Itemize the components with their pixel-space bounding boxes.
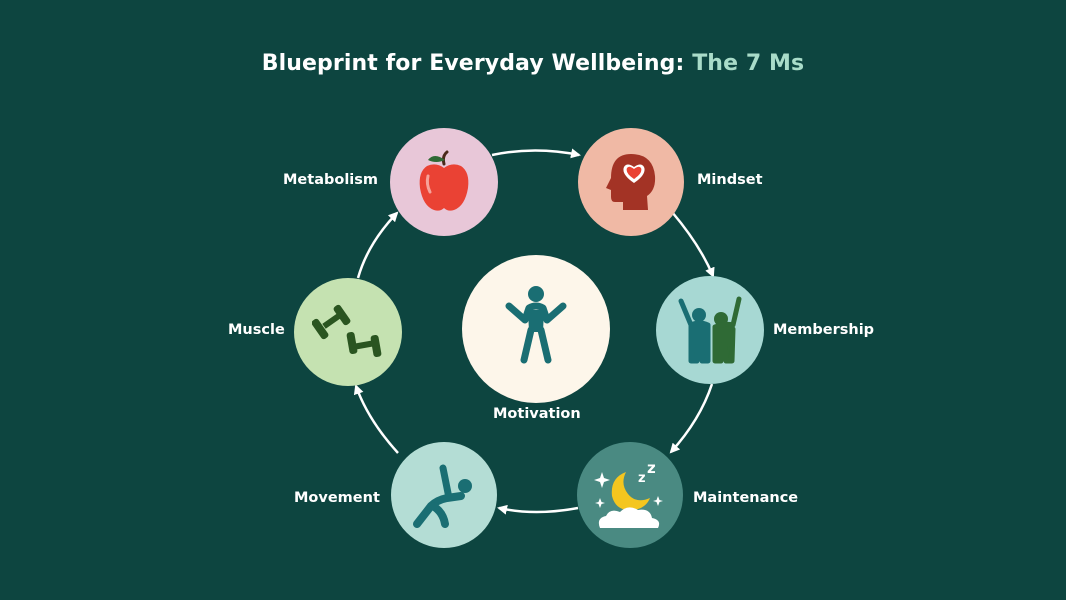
arrow-maintenance-to-movement [497, 504, 579, 515]
arrow-membership-to-maintenance [669, 383, 714, 454]
arrow-muscle-to-metabolism [356, 211, 399, 279]
svg-text:z: z [638, 471, 646, 486]
person-arms-raised-icon [501, 284, 571, 364]
label-mindset: Mindset [697, 172, 763, 188]
label-metabolism: Metabolism [283, 172, 379, 188]
label-motivation: Motivation [493, 406, 581, 422]
arrow-movement-to-muscle [353, 384, 399, 454]
node-mindset [578, 128, 684, 236]
node-metabolism [390, 128, 498, 236]
stretching-person-icon [409, 462, 479, 528]
arrow-mindset-to-membership [671, 211, 715, 278]
two-people-icon [675, 295, 745, 365]
apple-icon [414, 150, 474, 214]
label-maintenance: Maintenance [693, 490, 799, 506]
diagram-title: Blueprint for Everyday Wellbeing: The 7 … [0, 51, 1066, 76]
node-muscle [294, 278, 402, 386]
center-node-motivation [462, 255, 610, 403]
label-membership: Membership [773, 322, 875, 338]
node-membership [656, 276, 764, 384]
dumbbells-icon [312, 302, 384, 362]
title-main: Blueprint for Everyday Wellbeing: [261, 51, 693, 76]
moon-sleep-icon: z z [590, 456, 670, 534]
arrow-metabolism-to-mindset [491, 148, 581, 159]
node-maintenance: z z [577, 442, 683, 548]
label-muscle: Muscle [228, 322, 285, 338]
title-accent: The 7 Ms [692, 51, 805, 76]
svg-text:z: z [647, 459, 656, 477]
node-movement [391, 442, 497, 548]
head-heart-icon [601, 150, 661, 214]
label-movement: Movement [294, 490, 380, 506]
